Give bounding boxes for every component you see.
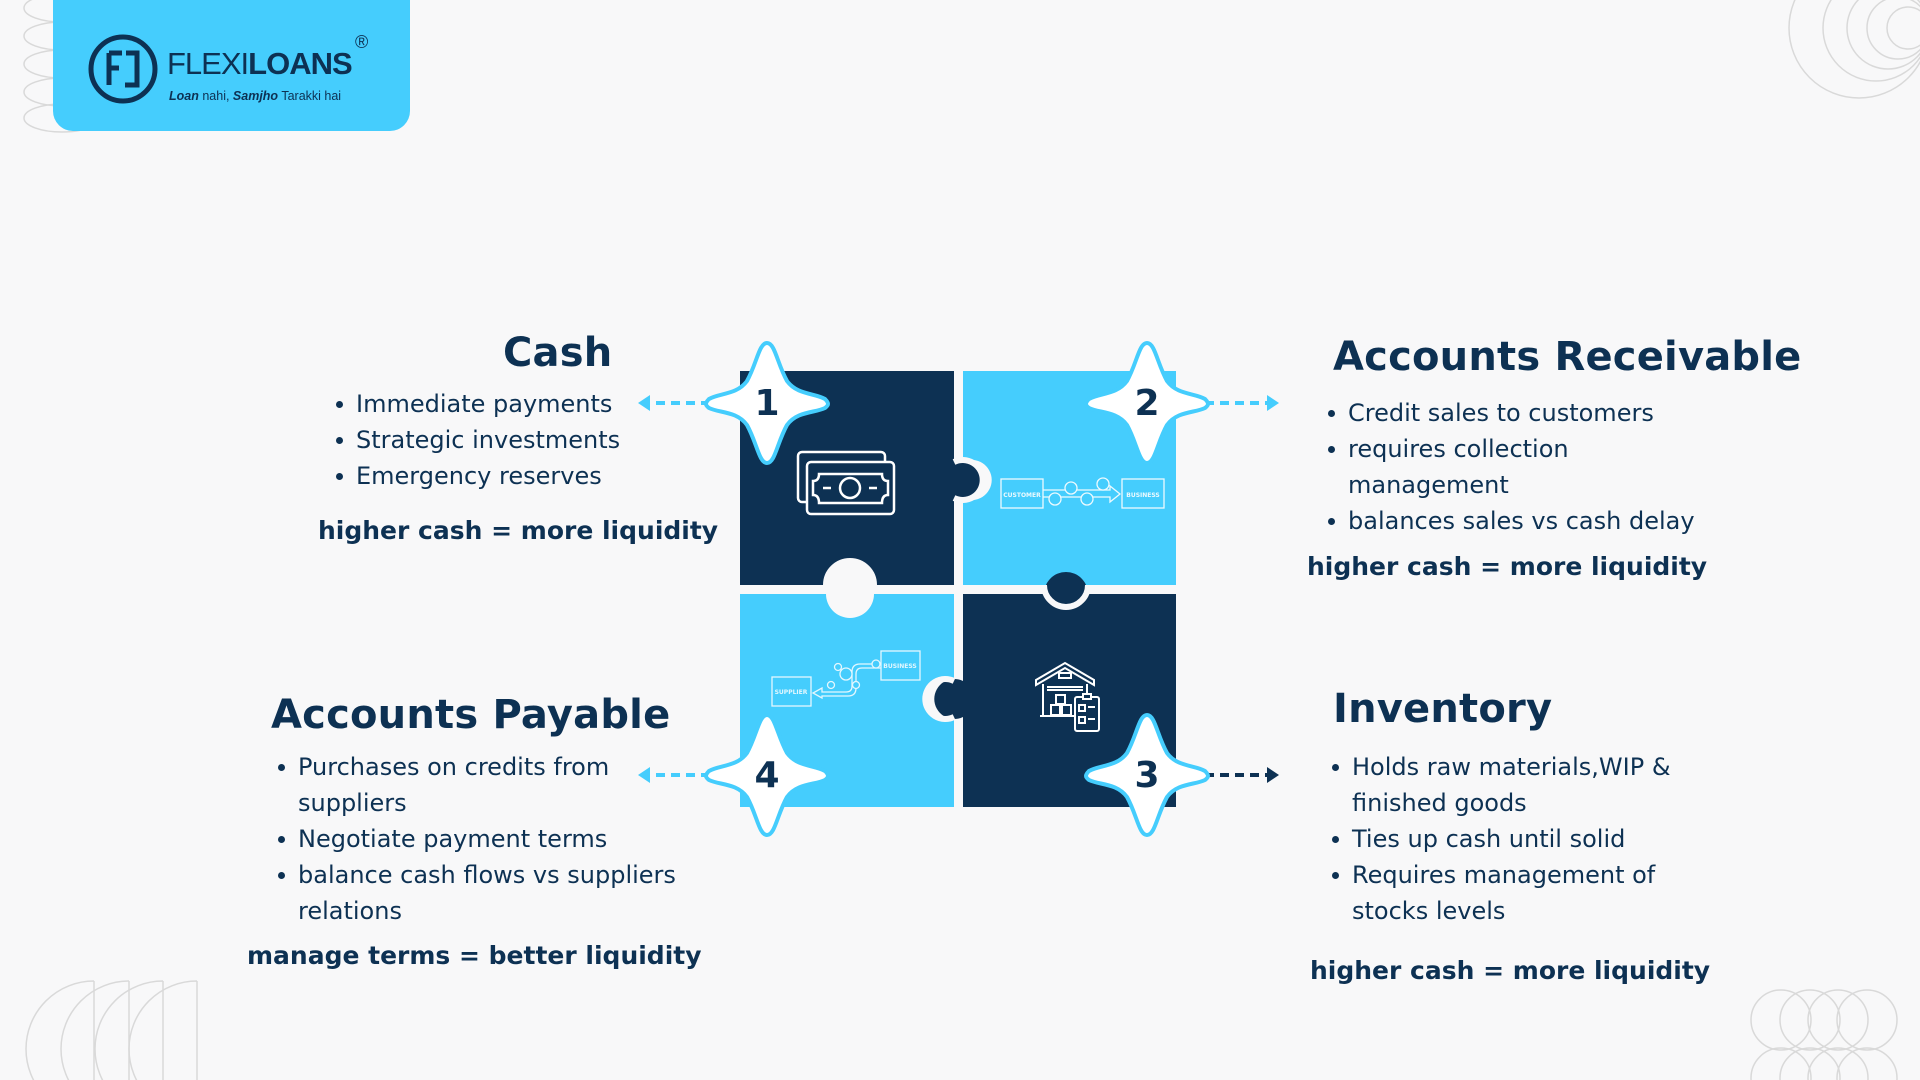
arrow-head-receivable xyxy=(1267,395,1279,411)
warehouse-clipboard-icon xyxy=(1035,661,1100,732)
badge-number-3: 3 xyxy=(1134,754,1160,796)
inventory-bullet: Requires management of stocks levels xyxy=(1332,857,1692,929)
inventory-bullet: Ties up cash until solid xyxy=(1332,821,1692,857)
cash-bullets: Immediate payments Strategic investments… xyxy=(336,386,620,494)
tagline-loan: Loan xyxy=(169,89,199,103)
fj-monogram-icon xyxy=(88,34,158,104)
payable-bullets: Purchases on credits from suppliers Nego… xyxy=(278,749,698,929)
inventory-bullet: Holds raw materials,WIP & finished goods xyxy=(1332,749,1692,821)
tagline-tarakki: Tarakki hai xyxy=(278,89,342,103)
payable-note: manage terms = better liquidity xyxy=(247,941,702,970)
customer-to-business-flow-icon: CUSTOMER BUSINESS xyxy=(1000,477,1165,509)
arrow-head-inventory xyxy=(1267,767,1279,783)
cash-bullet: Strategic investments xyxy=(336,422,620,458)
receivable-bullets: Credit sales to customers requires colle… xyxy=(1328,395,1748,539)
payable-bullet: Purchases on credits from suppliers xyxy=(278,749,628,821)
brand-thin: FLEXI xyxy=(167,46,249,81)
inventory-title: Inventory xyxy=(1333,686,1553,732)
receivable-bullet: Credit sales to customers xyxy=(1328,395,1748,431)
inventory-bullets: Holds raw materials,WIP & finished goods… xyxy=(1332,749,1692,929)
business-to-supplier-flow-icon: SUPPLIER BUSINESS xyxy=(771,650,921,707)
brand-tagline: Loan nahi, Samjho Tarakki hai xyxy=(169,89,341,103)
payable-title: Accounts Payable xyxy=(271,692,671,738)
money-bills-icon xyxy=(796,450,896,516)
receivable-bullet: balances sales vs cash delay xyxy=(1328,503,1748,539)
badge-number-1: 1 xyxy=(754,382,780,424)
cash-title: Cash xyxy=(503,330,613,376)
payable-bullet: balance cash flows vs suppliers relation… xyxy=(278,857,698,929)
svg-text:CUSTOMER: CUSTOMER xyxy=(1003,492,1041,499)
svg-text:BUSINESS: BUSINESS xyxy=(1126,492,1160,499)
brand-logo: FLEXILOANS ® Loan nahi, Samjho Tarakki h… xyxy=(53,0,410,131)
svg-text:BUSINESS: BUSINESS xyxy=(883,663,917,670)
arrow-head-cash xyxy=(638,395,650,411)
cash-bullet: Immediate payments xyxy=(336,386,620,422)
tagline-nahi: nahi, xyxy=(198,89,233,103)
brand-wordmark: FLEXILOANS xyxy=(167,46,353,82)
receivable-bullet: requires collection management xyxy=(1328,431,1598,503)
registered-mark: ® xyxy=(355,32,369,52)
arrow-head-payable xyxy=(638,767,650,783)
svg-text:SUPPLIER: SUPPLIER xyxy=(775,689,808,696)
receivable-note: higher cash = more liquidity xyxy=(1307,552,1708,581)
inventory-note: higher cash = more liquidity xyxy=(1310,956,1711,985)
badge-number-2: 2 xyxy=(1134,382,1160,424)
payable-bullet: Negotiate payment terms xyxy=(278,821,698,857)
puzzle-piece-payable xyxy=(740,594,954,807)
badge-number-4: 4 xyxy=(754,754,780,796)
brand-bold: LOANS xyxy=(248,46,352,81)
cash-note: higher cash = more liquidity xyxy=(318,516,719,545)
tagline-samjho: Samjho xyxy=(232,89,279,103)
cash-bullet: Emergency reserves xyxy=(336,458,620,494)
receivable-title: Accounts Receivable xyxy=(1333,334,1802,380)
